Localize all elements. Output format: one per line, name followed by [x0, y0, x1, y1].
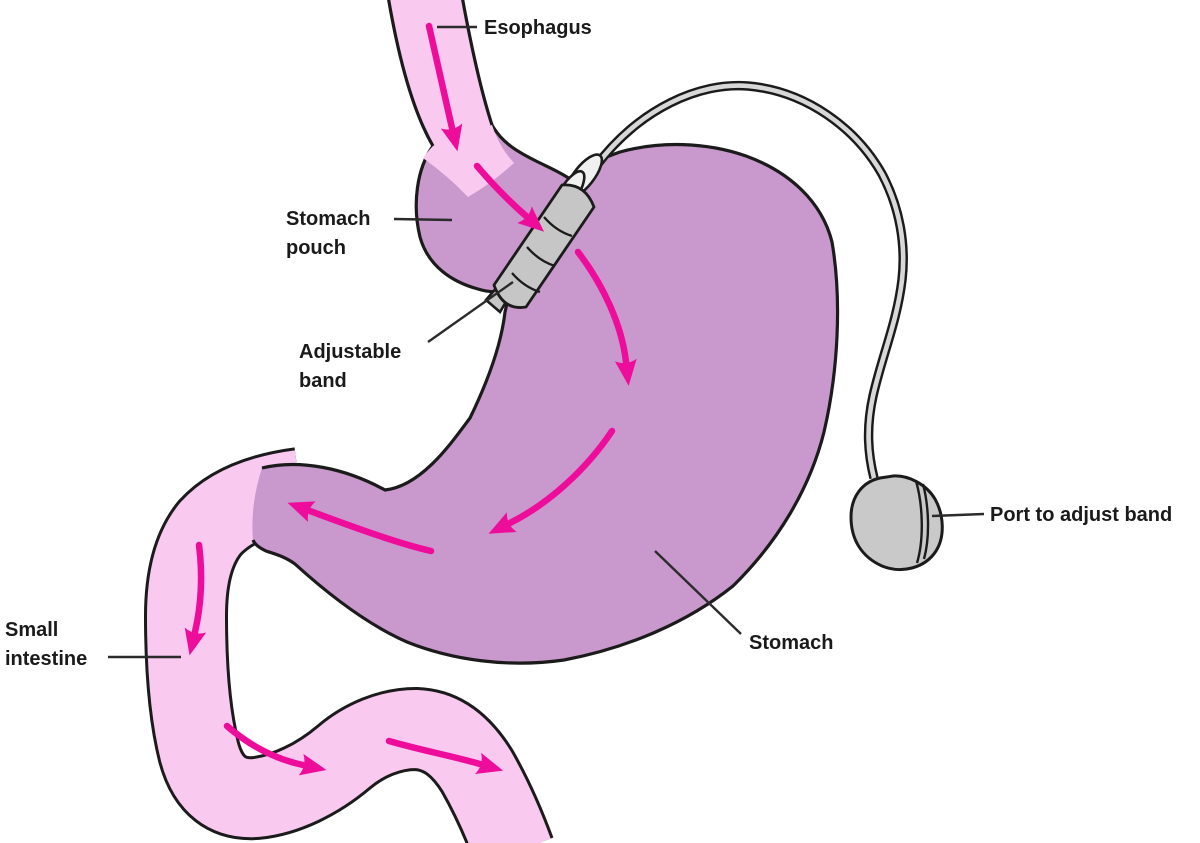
label-esophagus-text: Esophagus	[484, 17, 592, 39]
label-adjustable-band: Adjustable band	[299, 338, 401, 396]
label-stomach-pouch: Stomach pouch	[286, 205, 370, 263]
catheter-tube	[594, 83, 906, 479]
esophagus-shape	[388, 0, 514, 197]
label-stomach-pouch-line2: pouch	[286, 237, 346, 259]
label-stomach-pouch-line1: Stomach	[286, 208, 371, 230]
leader-stomach	[654, 550, 742, 635]
stomach-outline	[251, 142, 840, 665]
label-port: Port to adjust band	[990, 501, 1172, 530]
flow-arrow-esophagus	[425, 22, 463, 152]
band-segment-line-2	[526, 246, 556, 268]
label-port-text: Port to adjust band	[990, 504, 1173, 526]
flow-arrow-intestine-down	[184, 541, 207, 656]
label-stomach: Stomach	[749, 629, 833, 658]
label-esophagus: Esophagus	[484, 14, 592, 43]
flow-arrow-stomach-middle	[488, 427, 616, 534]
band-segment-line-3	[511, 272, 541, 294]
label-small-intestine-line2: intestine	[5, 648, 88, 670]
leader-adjustable-band	[427, 281, 514, 343]
port-septum-line-inner	[921, 483, 930, 560]
flow-arrow-intestine-right-1	[223, 722, 327, 776]
label-adjustable-band-line1: Adjustable	[299, 341, 402, 363]
label-adjustable-band-line2: band	[299, 370, 347, 392]
label-stomach-text: Stomach	[749, 632, 834, 654]
band-segment-line-1	[543, 216, 573, 238]
label-small-intestine: Small intestine	[5, 616, 87, 674]
flow-arrow-stomach-lower	[287, 501, 435, 555]
leader-port	[931, 512, 985, 518]
leader-stomach-pouch	[393, 217, 453, 222]
flow-arrow-pouch	[473, 162, 545, 232]
stomach-pouch-outline-top	[490, 124, 571, 181]
label-small-intestine-line1: Small	[5, 619, 59, 641]
flow-arrows	[184, 22, 637, 776]
stomach-shape	[252, 144, 838, 664]
adjustable-band-shape	[492, 183, 596, 309]
esophagus-outline-right	[461, 0, 494, 126]
leader-lines	[108, 25, 985, 659]
flow-arrow-intestine-right-2	[385, 737, 504, 775]
esophagus-outline-left	[387, 0, 435, 147]
flow-arrow-stomach-upper	[574, 248, 637, 386]
port-septum-line-outer	[914, 480, 923, 564]
